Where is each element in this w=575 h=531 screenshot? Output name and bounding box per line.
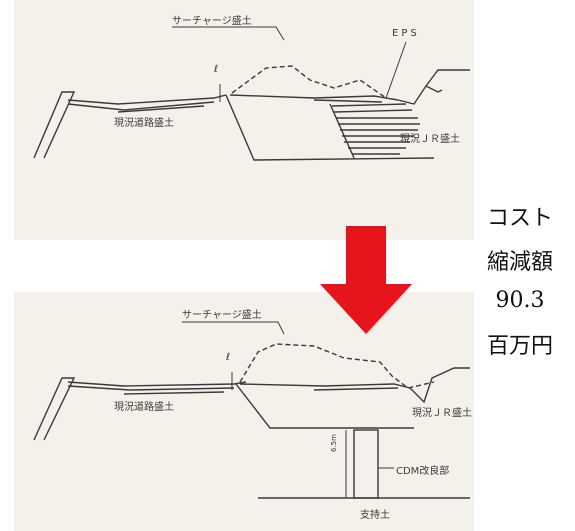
- cdm-column: [353, 429, 379, 499]
- cost-line-1: コスト: [486, 206, 553, 231]
- top-left-slope: [33, 91, 76, 159]
- bottom-existing-road-label: 現況道路盛土: [114, 402, 174, 413]
- bottom-left-slope: [33, 377, 76, 441]
- top-diagram: サーチャージ盛土 ℓ EPS 現況道路盛土 現況ＪＲ盛土: [14, 0, 474, 240]
- top-surcharge-outline: [231, 65, 387, 99]
- bottom-centerline-label: ℓ: [226, 352, 231, 363]
- cost-line-2: 縮減額: [486, 250, 553, 275]
- top-cross-section: [33, 26, 470, 161]
- top-existing-road-label: 現況道路盛土: [114, 118, 174, 129]
- top-eps-label: EPS: [392, 28, 420, 39]
- top-eps-blocks: [329, 103, 420, 159]
- depth-mark: 6.5m: [330, 434, 338, 452]
- bottom-surcharge-outline: [239, 343, 435, 389]
- bottom-diagram: サーチャージ盛土 ℓ 現況道路盛土 現況ＪＲ盛土 CDM改良部 6.5m 支持土: [14, 292, 474, 531]
- bottom-road-embankment: [235, 383, 414, 429]
- bottom-road-surface: [67, 381, 247, 387]
- cdm-label: CDM改良部: [396, 466, 450, 477]
- bearing-stratum-label: 支持土: [360, 510, 390, 521]
- top-centerline-label: ℓ: [214, 64, 219, 75]
- cost-value: 90.3: [495, 288, 545, 313]
- top-existing-jr-label: 現況ＪＲ盛土: [400, 134, 460, 145]
- bottom-surcharge-label: サーチャージ盛土: [182, 310, 262, 321]
- top-surcharge-label: サーチャージ盛土: [172, 16, 252, 27]
- bottom-existing-jr-label: 現況ＪＲ盛土: [412, 408, 472, 419]
- bottom-cross-section: [33, 321, 470, 499]
- down-arrow-icon: [320, 226, 412, 334]
- cost-unit: 百万円: [486, 334, 553, 359]
- top-road-embankment: [225, 94, 435, 161]
